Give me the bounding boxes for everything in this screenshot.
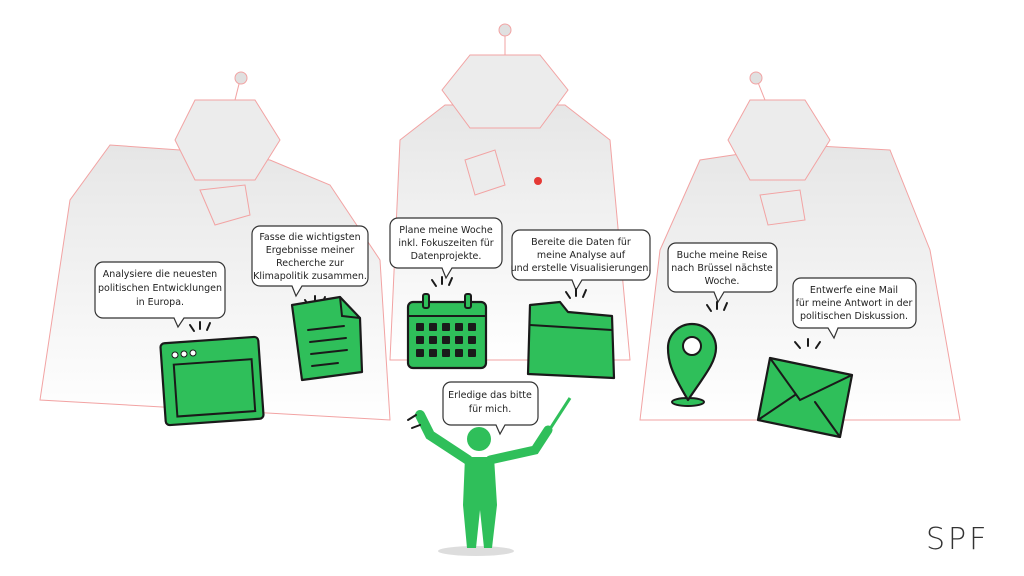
calendar-day-cell bbox=[416, 323, 424, 331]
spf-logo: SPF bbox=[926, 522, 990, 557]
calendar-icon bbox=[406, 293, 488, 370]
conductor-person bbox=[407, 397, 572, 556]
calendar-day-cell bbox=[455, 349, 463, 357]
calendar-day-cell bbox=[468, 336, 476, 344]
calendar-day-cell bbox=[442, 336, 450, 344]
baton bbox=[546, 397, 572, 433]
calendar-day-cell bbox=[429, 349, 437, 357]
document-icon bbox=[290, 295, 364, 382]
calendar-day-cell bbox=[442, 349, 450, 357]
calendar-day-cell bbox=[455, 323, 463, 331]
calendar-day-cell bbox=[468, 349, 476, 357]
calendar-day-cell bbox=[455, 336, 463, 344]
calendar-day-cell bbox=[416, 349, 424, 357]
calendar-day-cell bbox=[416, 336, 424, 344]
calendar-day-cell bbox=[429, 336, 437, 344]
calendar-day-cell bbox=[429, 323, 437, 331]
envelope-icon bbox=[756, 356, 854, 439]
calendar-day-cell bbox=[442, 323, 450, 331]
folder-icon bbox=[526, 300, 616, 380]
robot-eye bbox=[534, 177, 542, 185]
location-pin-icon bbox=[666, 322, 718, 407]
calendar-day-cell bbox=[468, 323, 476, 331]
browser-window-icon bbox=[159, 335, 265, 427]
